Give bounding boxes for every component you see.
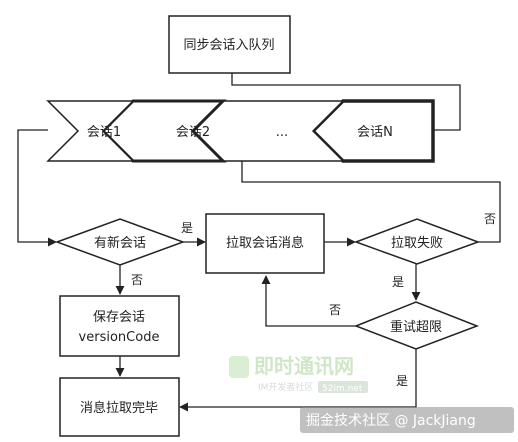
label-save-session-1: 保存会话 (93, 310, 145, 325)
node-retry-limit (353, 301, 480, 350)
nodes (46, 15, 481, 437)
edge-session1-to-has-new (17, 129, 57, 247)
node-session-1 (46, 100, 135, 162)
watermark-logo-icon (229, 356, 249, 378)
label-pull-failed: 拉取失败 (391, 236, 443, 251)
credit-background (300, 407, 514, 433)
edge-label-retry-yes: 是 (396, 374, 408, 388)
credit-text: 掘金技术社区 @ JackJiang (306, 413, 476, 429)
node-save-session (59, 295, 180, 357)
label-pull-messages: 拉取会话消息 (226, 235, 304, 251)
node-pull-complete (59, 377, 180, 437)
label-retry-limit: 重试超限 (390, 319, 442, 335)
label-save-session-2: versionCode (79, 330, 160, 345)
watermark-logo: 即时通讯网 IM开发者社区 52im.net (229, 354, 368, 394)
watermark-site-badge (318, 381, 368, 393)
edge-label-failed-yes: 是 (392, 275, 404, 289)
watermark-name: 即时通讯网 (254, 354, 354, 378)
edge-queue-to-session-n (231, 73, 461, 135)
node-sync-queue (168, 15, 291, 74)
label-session-2: 会话2 (176, 125, 210, 140)
credit-overlay: 掘金技术社区 @ JackJiang (300, 407, 514, 433)
node-pull-failed (353, 218, 481, 265)
edge-retry-to-pull (261, 275, 356, 327)
label-has-new-session: 有新会话 (94, 235, 146, 251)
edge-label-has-new-no: 否 (131, 273, 143, 287)
label-session-1: 会话1 (87, 125, 121, 140)
edge-label-failed-no: 否 (484, 212, 496, 226)
watermark-site: 52im.net (322, 384, 363, 394)
edge-label-has-new-yes: 是 (181, 221, 193, 235)
node-labels: 同步会话入队列 会话1 会话2 ... 会话N 有新会话 拉取会话消息 拉取失败… (79, 38, 443, 416)
label-pull-complete: 消息拉取完毕 (80, 400, 158, 416)
edge-label-retry-no: 否 (329, 303, 341, 317)
node-pull-messages (205, 213, 325, 274)
watermark-tagline: IM开发者社区 (258, 381, 313, 393)
edge-labels: 是 否 否 是 否 是 (131, 212, 496, 388)
node-has-new-session (54, 218, 186, 266)
label-session-n: 会话N (357, 125, 393, 140)
label-session-ellipsis: ... (276, 125, 288, 140)
label-sync-queue: 同步会话入队列 (183, 38, 274, 53)
